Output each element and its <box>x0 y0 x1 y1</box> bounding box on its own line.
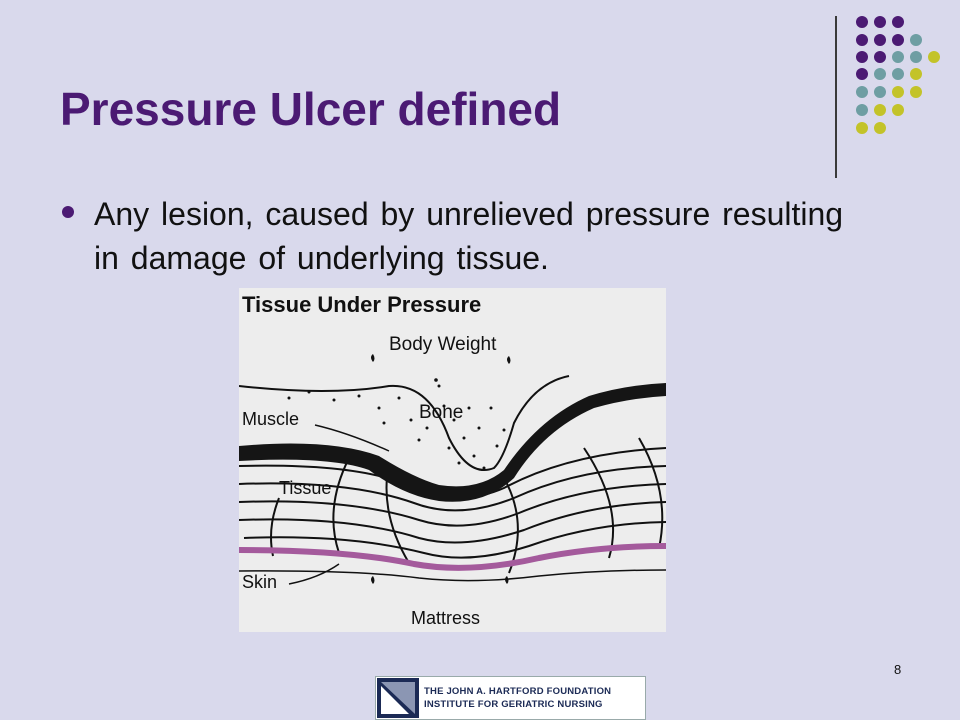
tissue-label: Tissue <box>279 478 331 498</box>
bullet-text: Any lesion, caused by unrelieved pressur… <box>94 196 844 276</box>
page-number: 8 <box>894 662 902 677</box>
bone-label: Bone <box>419 402 463 423</box>
hartford-foundation-logo: THE JOHN A. HARTFORD FOUNDATION INSTITUT… <box>375 676 646 720</box>
decorative-divider <box>835 16 837 178</box>
mattress-label: Mattress <box>411 608 480 628</box>
logo-line1: THE JOHN A. HARTFORD FOUNDATION <box>424 686 612 697</box>
decorative-dot-grid <box>856 16 940 134</box>
slide-title: Pressure Ulcer defined <box>60 83 562 135</box>
logo-line2: INSTITUTE FOR GERIATRIC NURSING <box>424 699 603 710</box>
bullet-item: Any lesion, caused by unrelieved pressur… <box>60 192 850 280</box>
muscle-label: Muscle <box>242 409 299 429</box>
skin-label: Skin <box>242 572 277 592</box>
body-weight-label: Body Weight <box>389 334 497 355</box>
hartford-logo-icon <box>377 678 419 718</box>
bullet-icon <box>62 206 74 218</box>
diagram-title: Tissue Under Pressure <box>242 292 481 317</box>
tissue-pressure-diagram: Tissue Under Pressure Body Weight Bone M… <box>239 288 666 632</box>
